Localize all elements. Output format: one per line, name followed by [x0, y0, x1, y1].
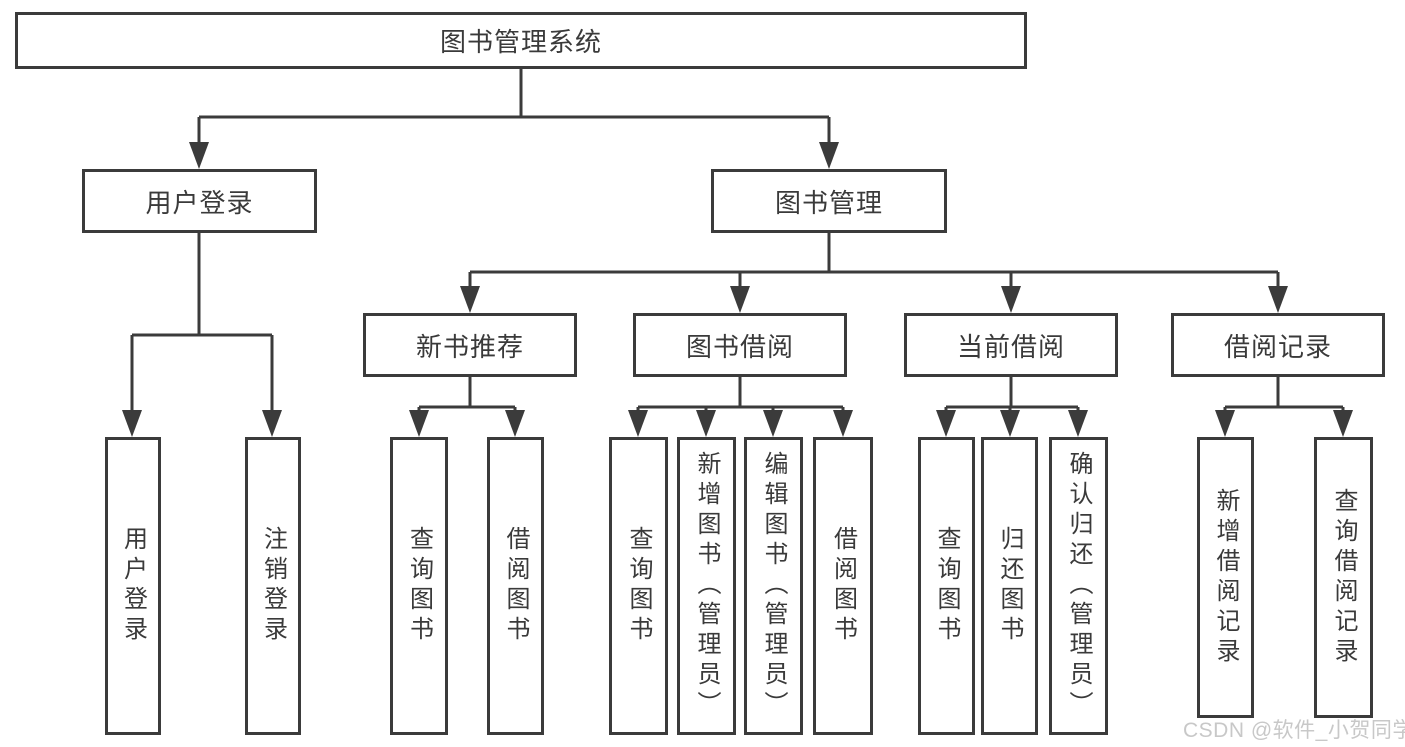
leaf-logout: 注销登录	[245, 437, 301, 735]
leaf-cb-return-books: 归还图书	[981, 437, 1038, 735]
leaf-rec-query-borrow-record: 查询借阅记录	[1314, 437, 1373, 718]
leaf-bb-borrow-books: 借阅图书	[813, 437, 873, 735]
leaf-cb-confirm-return-admin: 确认归还（管理员）	[1049, 437, 1108, 735]
leaf-bb-edit-book-admin: 编辑图书（管理员）	[744, 437, 803, 735]
arrowheads	[122, 142, 1353, 437]
node-root: 图书管理系统	[15, 12, 1027, 69]
node-new-book-recommendation: 新书推荐	[363, 313, 577, 377]
leaf-bb-add-book-admin: 新增图书（管理员）	[677, 437, 736, 735]
node-book-management: 图书管理	[711, 169, 947, 233]
leaf-rec-add-borrow-record: 新增借阅记录	[1197, 437, 1254, 718]
leaf-bb-query-books: 查询图书	[609, 437, 668, 735]
connector-lines	[130, 69, 1345, 412]
leaf-nbr-query-books: 查询图书	[390, 437, 448, 735]
node-book-borrowing: 图书借阅	[633, 313, 847, 377]
leaf-user-login: 用户登录	[105, 437, 161, 735]
node-borrowing-records: 借阅记录	[1171, 313, 1385, 377]
leaf-cb-query-books: 查询图书	[918, 437, 975, 735]
leaf-nbr-borrow-books: 借阅图书	[487, 437, 544, 735]
watermark: CSDN @软件_小贺同学	[1183, 719, 1405, 742]
node-current-borrowing: 当前借阅	[904, 313, 1118, 377]
node-user-login: 用户登录	[82, 169, 317, 233]
